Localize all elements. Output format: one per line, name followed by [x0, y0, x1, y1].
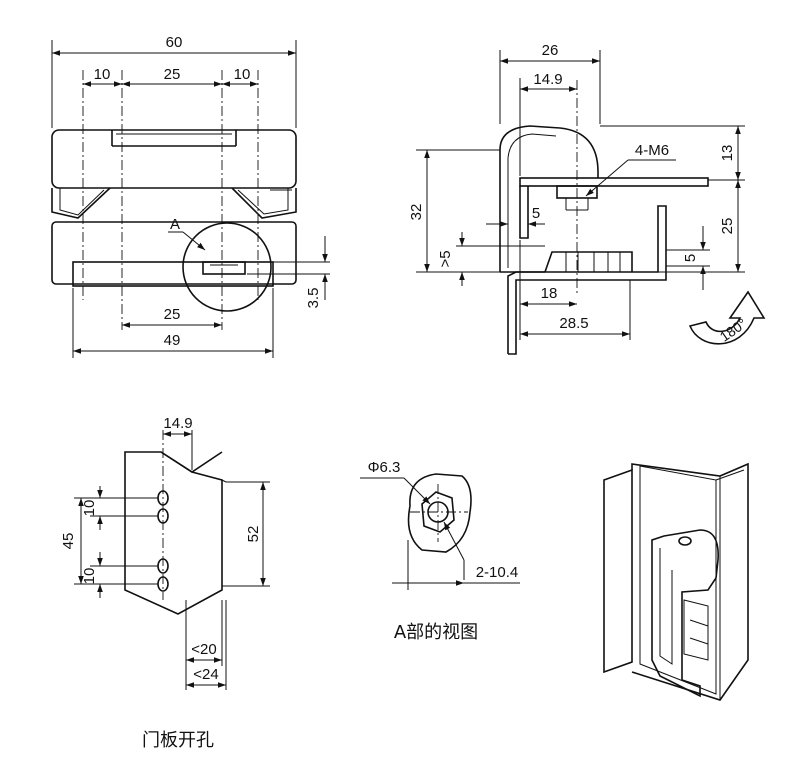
dim-panel-offset: 14.9: [163, 415, 192, 432]
detail-a-hex-nut: [421, 491, 455, 533]
dim-overall-width: 60: [166, 34, 183, 51]
door-panel-view: 14.9 10 10 45 52 <20 <24 门板开孔: [60, 415, 270, 751]
front-nut-slot: [202, 261, 246, 275]
detail-a-view: Φ6.3 2-10.4 A部的视图: [360, 459, 520, 643]
dim-top-width: 26: [542, 42, 559, 59]
front-view: 60 10 25 10 A 25 49 3.5: [51, 34, 330, 358]
dim-diameter: Φ6.3: [368, 459, 401, 476]
door-panel-caption: 门板开孔: [142, 730, 214, 751]
side-nut-row: [544, 251, 633, 273]
dim-slot-width: 25: [164, 306, 181, 323]
dim-wall: 5: [532, 205, 540, 222]
dim-base-width: 49: [164, 332, 181, 349]
detail-a-outline: [407, 473, 472, 553]
dim-panel-height: 52: [245, 526, 262, 543]
dim-pitch-upper: 10: [81, 500, 98, 517]
dim-24: <24: [193, 666, 218, 683]
isometric-view: [603, 462, 749, 701]
door-panel-outline: [124, 451, 223, 615]
screw-callout: 4-M6: [635, 142, 669, 159]
detail-a-circle: [182, 222, 272, 312]
dim-lip: 5: [682, 254, 699, 262]
front-lower-block: [51, 221, 297, 285]
side-hinge-body: [499, 125, 599, 272]
dim-lower: 25: [719, 218, 736, 235]
iso-left-frame: [603, 468, 633, 674]
rotation-arrow-icon: [688, 290, 766, 345]
dim-slot-depth: 3.5: [305, 288, 322, 309]
dim-upper: 13: [719, 145, 736, 162]
dim-18: 18: [541, 285, 558, 302]
side-door-plate: [507, 205, 667, 355]
side-view: 26 14.9 4-M6 32 13 25 5 >5 5 18 28.5 180…: [408, 42, 766, 355]
iso-hinge-body: [651, 529, 719, 698]
dim-offset: 14.9: [533, 71, 562, 88]
front-upper-block: [51, 129, 297, 189]
detail-marker: A: [170, 216, 180, 233]
side-top-plate: [519, 177, 709, 187]
dim-slot: 2-10.4: [476, 564, 519, 581]
dim-pitch-lower: 10: [81, 568, 98, 585]
dim-left: 10: [94, 66, 111, 83]
dim-28-5: 28.5: [559, 315, 588, 332]
dim-20: <20: [191, 641, 216, 658]
dim-height: 32: [408, 204, 425, 221]
dim-span: 45: [60, 533, 77, 550]
dim-gap: >5: [437, 250, 454, 267]
dim-right: 10: [234, 66, 251, 83]
detail-a-caption: A部的视图: [394, 622, 478, 643]
dim-mid: 25: [164, 66, 181, 83]
